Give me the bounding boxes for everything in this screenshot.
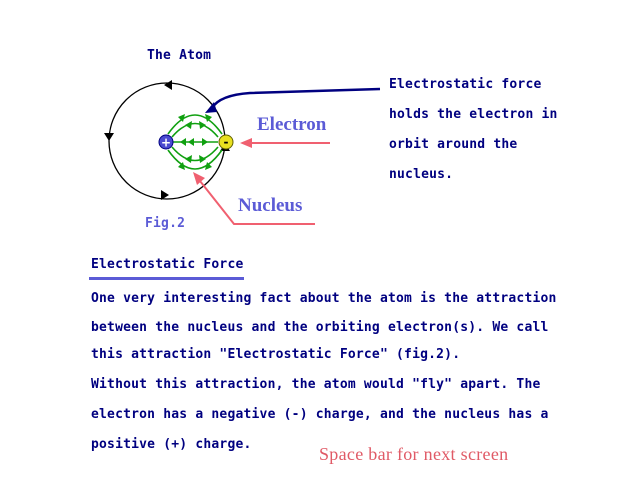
para1-line-3: this attraction "Electrostatic Force" (f… xyxy=(91,347,461,362)
nucleus-pointer-line xyxy=(199,180,315,225)
nucleus-symbol: + xyxy=(161,136,171,150)
orbit-arrow-top xyxy=(164,80,172,90)
para1-line-1: One very interesting fact about the atom… xyxy=(91,291,557,306)
orbit-arrow-bottom xyxy=(161,190,169,200)
force-arrowheads xyxy=(178,114,212,170)
figure-caption: Fig.2 xyxy=(145,216,186,231)
figure-title: The Atom xyxy=(147,48,212,63)
annotation-line-1: Electrostatic force xyxy=(389,77,542,92)
annotation-pointer-head xyxy=(205,102,217,113)
para1-line-2: between the nucleus and the orbiting ele… xyxy=(91,320,549,335)
para2-line-2: electron has a negative (-) charge, and … xyxy=(91,407,549,422)
nucleus-pointer-head xyxy=(193,172,205,185)
next-screen-prompt[interactable]: Space bar for next screen xyxy=(319,444,509,464)
orbit-arrow-left xyxy=(104,133,114,141)
electron-label: Electron xyxy=(257,114,327,135)
nucleus-particle xyxy=(158,134,174,150)
annotation-line-4: nucleus. xyxy=(389,167,454,182)
force-lines xyxy=(167,114,223,170)
nucleus-label: Nucleus xyxy=(238,195,303,216)
para2-line-1: Without this attraction, the atom would … xyxy=(91,377,541,392)
section-heading: Electrostatic Force xyxy=(91,257,244,272)
annotation-line-2: holds the electron in xyxy=(389,107,558,122)
electron-pointer-head xyxy=(240,138,252,148)
section-heading-underline xyxy=(89,277,244,280)
electron-particle xyxy=(218,134,234,150)
electron-symbol: - xyxy=(224,135,229,149)
annotation-line-3: orbit around the xyxy=(389,137,518,152)
para2-line-3: positive (+) charge. xyxy=(91,437,252,452)
annotation-pointer-line xyxy=(210,87,381,109)
